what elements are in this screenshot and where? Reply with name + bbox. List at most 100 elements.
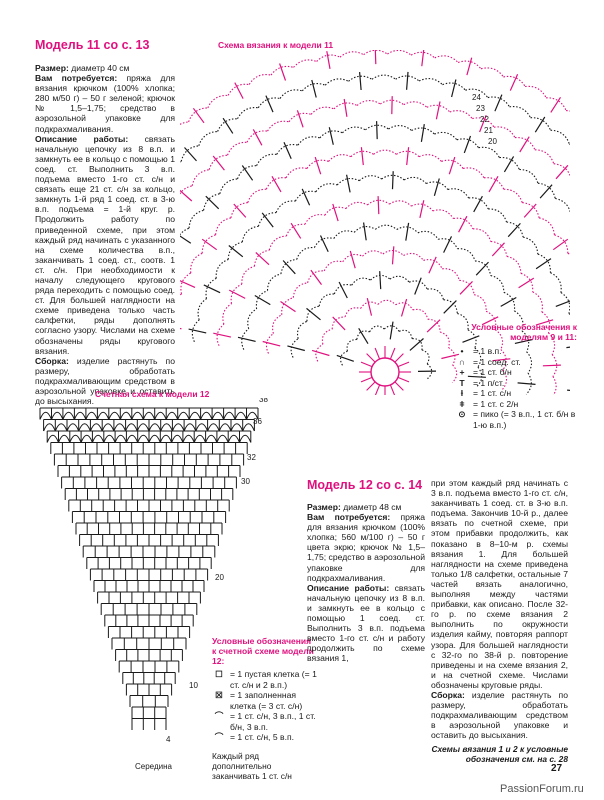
stitch-mark [550, 96, 562, 113]
chain-arc [227, 83, 250, 96]
chain-arc [226, 141, 248, 156]
stitch-mark [459, 280, 473, 295]
model12-desc-label: Описание работы: [307, 582, 390, 593]
chain-arc [310, 106, 335, 115]
model12-build-value: изделие растянуть по размеру, обработать… [431, 689, 568, 741]
center-stitch [360, 376, 373, 383]
chain-arc [188, 209, 204, 229]
chain-arc [241, 328, 250, 350]
arch-mark [137, 434, 150, 443]
arch-mark [218, 423, 232, 432]
stitch-mark [379, 271, 382, 290]
row-number: 32 [247, 453, 256, 462]
model11-title: Модель 11 со с. 13 [35, 38, 150, 52]
chain-arc [358, 175, 382, 182]
chain-arc [534, 149, 555, 164]
stitch-mark [343, 98, 348, 117]
stitch-mark [228, 289, 246, 299]
stitch-mark [261, 212, 274, 228]
chain-arc [316, 54, 341, 62]
arch-mark [148, 434, 161, 443]
chain-arc [509, 106, 531, 118]
chain-arc [198, 130, 218, 146]
stitch-mark [451, 79, 457, 98]
stitch-mark [542, 364, 561, 367]
chain-arc [247, 308, 257, 329]
legend11-item: ǂ= 1 ст. с 2/н [455, 399, 577, 410]
stitch-mark [180, 280, 196, 288]
stitch-mark [203, 284, 221, 294]
arch-mark [46, 434, 59, 443]
stitch-mark [426, 319, 441, 333]
center-stitch [389, 384, 396, 395]
stitch-mark [377, 196, 380, 215]
stitch-mark [252, 129, 263, 146]
arch-mark [159, 434, 173, 443]
chain-arc [180, 121, 189, 125]
chain-arc [506, 255, 522, 274]
stbn-icon: + [459, 367, 465, 377]
row-number: 20 [488, 137, 497, 146]
stitch-mark [503, 156, 515, 173]
model12-need-label: Вам потребуется: [307, 512, 391, 523]
chain-arc [292, 282, 308, 298]
chain-arc [447, 188, 470, 199]
chain-arc [279, 89, 303, 99]
stitch-mark [475, 261, 489, 276]
chain-arc [546, 97, 567, 111]
chain-arc [197, 298, 207, 321]
chain-arc [550, 272, 562, 293]
stitch-mark [265, 95, 274, 113]
stitch-mark [290, 222, 302, 239]
chain-arc [538, 217, 555, 235]
stitch-mark [228, 245, 244, 258]
chain-arc [241, 265, 255, 285]
chain-arc [480, 67, 504, 78]
chain-arc [474, 260, 492, 276]
chain-arc [387, 50, 412, 56]
chain-arc [272, 314, 283, 334]
stitch-mark [491, 242, 505, 257]
chain-arc [363, 50, 388, 56]
chain-arc [434, 131, 458, 141]
arch-mark [200, 411, 213, 420]
arch-mark [246, 411, 259, 420]
stitch-mark [494, 94, 503, 112]
stitch-mark [314, 156, 322, 175]
stitch-mark [448, 156, 456, 175]
model11-need-label: Вам потребуется: [35, 73, 118, 84]
chain-arc [346, 338, 357, 352]
center-stitch [397, 361, 410, 368]
chain-arc [375, 224, 398, 230]
stitch-mark [507, 222, 521, 238]
stitch-mark [192, 107, 205, 124]
arch-mark [62, 411, 75, 420]
stitch-mark [282, 260, 296, 275]
chain-arc [215, 217, 232, 235]
chain-arc [569, 143, 570, 145]
stitch-mark [421, 50, 425, 67]
model12-size-value: диаметр 48 см [340, 502, 402, 512]
stitch-mark [420, 124, 425, 142]
arch-mark [183, 423, 197, 432]
stitch-mark [184, 147, 197, 162]
legend12-title: Условные обозначения к счетной схеме мод… [212, 636, 314, 666]
chain-arc [180, 227, 190, 236]
chain-arc [521, 330, 530, 352]
chain-arc [403, 101, 428, 108]
chain-arc [339, 51, 364, 58]
stitch-mark [441, 353, 460, 360]
chain-arc [417, 230, 439, 240]
model11-need-value: пряжа для вязания крючком (100% хлопка; … [35, 73, 175, 134]
stitch-mark [433, 178, 440, 196]
arch-mark [193, 434, 207, 443]
stitch-mark [180, 327, 182, 330]
legend11-item: ⊙= пико (= 3 в.п., 1 ст. б/н в 1-ю в.п.) [455, 409, 577, 430]
chain-arc [342, 126, 366, 134]
chain-arc [451, 364, 458, 383]
legend11-item: ∩= 1 соед. ст. [455, 357, 577, 368]
chain-arc [388, 125, 412, 131]
stitch-mark [414, 277, 422, 295]
